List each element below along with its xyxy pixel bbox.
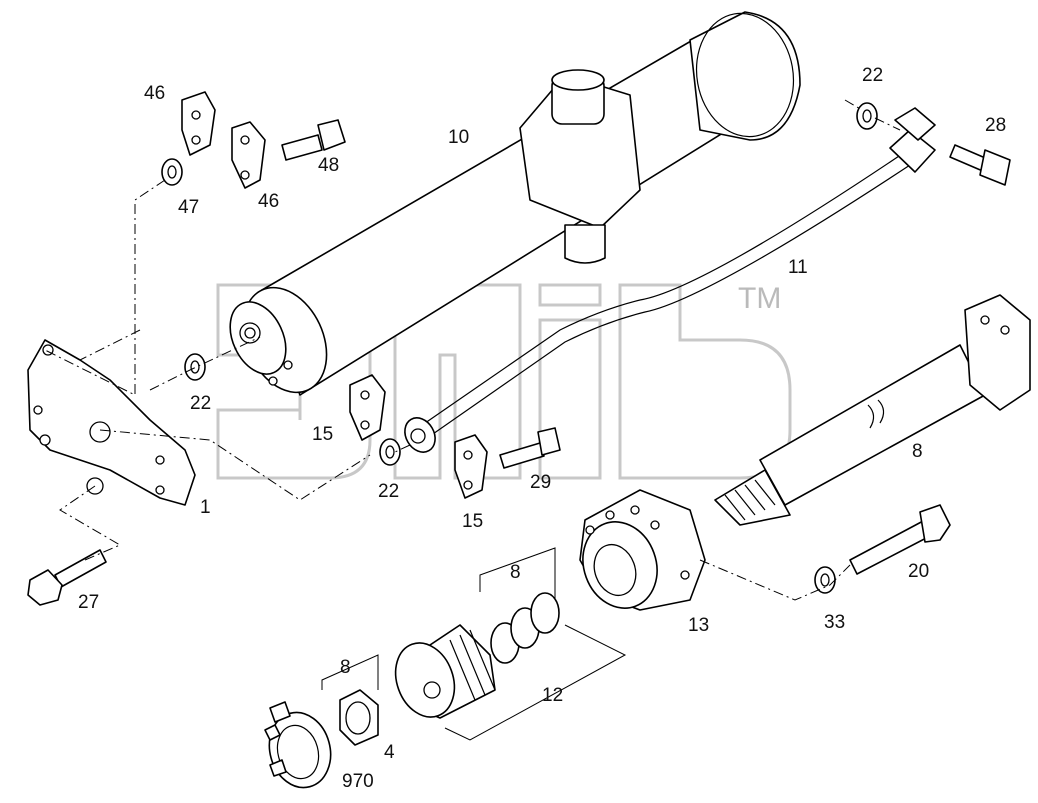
bracket-46-right (231, 121, 266, 189)
washer-47 (161, 158, 183, 186)
callout-22-left: 22 (190, 393, 212, 414)
bolt-48 (281, 119, 346, 161)
callout-13: 13 (688, 615, 710, 636)
bracket-15-lower (454, 434, 488, 499)
clamp-ring (264, 701, 332, 789)
callout-48: 48 (318, 155, 340, 176)
callout-15-upper: 15 (312, 424, 334, 445)
bolt-27 (27, 549, 107, 606)
callout-28: 28 (985, 115, 1007, 136)
mounting-plate (27, 339, 196, 506)
callout-970: 970 (342, 771, 374, 792)
washer-22-mid (379, 438, 401, 466)
callout-12: 12 (542, 685, 564, 706)
callout-47: 47 (178, 197, 200, 218)
bolt-29 (499, 427, 561, 469)
callout-22-top: 22 (862, 65, 884, 86)
seal-rings (490, 592, 560, 664)
washer-22-left (184, 353, 206, 381)
bolt-20 (849, 504, 951, 575)
callout-1: 1 (200, 497, 211, 518)
callout-4: 4 (384, 742, 395, 763)
callout-10: 10 (448, 127, 470, 148)
callout-33: 33 (824, 612, 846, 633)
cylinder-head (579, 489, 706, 611)
callout-8-nut: 8 (340, 657, 351, 678)
callout-27: 27 (78, 592, 100, 613)
piston-rod (714, 294, 1031, 526)
callout-46-upper: 46 (144, 83, 166, 104)
locknut (339, 689, 379, 746)
cylinder-barrel (229, 11, 801, 396)
assembly-center-lines (44, 99, 901, 601)
callout-22-mid: 22 (378, 481, 400, 502)
callout-11: 11 (788, 257, 808, 278)
bolt-28 (949, 144, 1011, 186)
hydraulic-pipe (404, 107, 936, 453)
callout-brackets (321, 547, 627, 741)
callout-20: 20 (908, 561, 930, 582)
piston (394, 624, 496, 719)
callout-46-lower: 46 (258, 191, 280, 212)
washer-33 (814, 566, 836, 594)
bracket-15-upper (349, 374, 386, 441)
trademark-mark: TM (738, 282, 782, 315)
callout-29: 29 (530, 472, 552, 493)
bracket-46-left (181, 91, 216, 156)
callout-15-lower: 15 (462, 511, 484, 532)
callout-8-rod: 8 (912, 441, 923, 462)
washer-22-top (856, 102, 878, 130)
callout-8-seals: 8 (510, 562, 521, 583)
